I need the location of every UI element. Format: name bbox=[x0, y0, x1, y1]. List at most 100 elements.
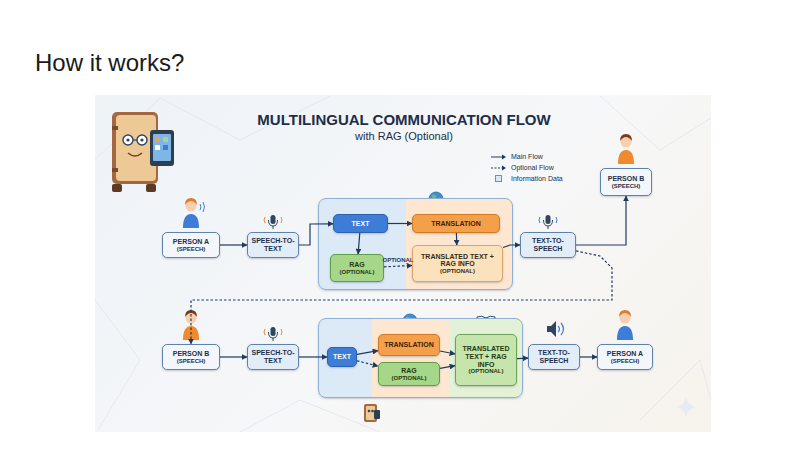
process-box: SPEECH-TO-TEXT bbox=[247, 344, 299, 370]
node-subtext: (OPTIONAL) bbox=[340, 269, 375, 275]
person-icon bbox=[200, 202, 205, 212]
diagram-title: MULTILINGUAL COMMUNICATION FLOW bbox=[200, 111, 608, 128]
legend-text: Information Data bbox=[511, 175, 563, 182]
node-subtext: (SPEECH) bbox=[177, 358, 206, 364]
person-icon bbox=[183, 198, 205, 228]
node-subtext: (OPTIONAL) bbox=[440, 268, 475, 274]
main-flow-arrow bbox=[299, 356, 327, 357]
speaker-icon bbox=[547, 321, 564, 337]
person-icon bbox=[618, 134, 634, 164]
background-lines bbox=[600, 96, 711, 150]
process-box: TEXT-TO-SPEECH bbox=[528, 344, 580, 370]
book-mascot bbox=[128, 153, 142, 156]
legend-arrowhead bbox=[502, 165, 506, 170]
optional-flow-arrow bbox=[357, 361, 378, 366]
node-text: PERSON B bbox=[173, 350, 210, 358]
mini-mascot bbox=[371, 410, 374, 413]
book-mascot bbox=[112, 184, 122, 192]
mini-mascot bbox=[366, 406, 375, 420]
node-subtext: (SPEECH) bbox=[612, 183, 641, 189]
speaker-icon bbox=[547, 321, 556, 337]
legend-row: Optional Flow bbox=[490, 163, 554, 172]
translation-box: TRANSLATION bbox=[378, 334, 440, 356]
process-box: TEXT-TO-SPEECH bbox=[520, 232, 576, 258]
speaker-icon bbox=[558, 323, 564, 335]
book-mascot bbox=[126, 138, 129, 141]
person-icon bbox=[617, 326, 633, 340]
node-text: PERSON A bbox=[173, 238, 209, 246]
diagram-subtitle: with RAG (Optional) bbox=[200, 130, 608, 142]
background-lines bbox=[240, 400, 380, 432]
book-mascot bbox=[163, 137, 168, 142]
microphone-icon bbox=[264, 329, 282, 335]
book-mascot bbox=[133, 139, 137, 140]
book-mascot bbox=[146, 184, 156, 192]
person-icon bbox=[620, 134, 632, 141]
rag-box: RAG(OPTIONAL) bbox=[330, 254, 384, 282]
node-text: SPEECH-TO-TEXT bbox=[250, 237, 296, 252]
node-subtext: (OPTIONAL) bbox=[392, 375, 427, 381]
slide-heading: How it works? bbox=[35, 49, 184, 77]
book-mascot bbox=[112, 168, 118, 172]
microphone-icon bbox=[539, 217, 557, 223]
book-mascot bbox=[155, 137, 160, 142]
book-mascot bbox=[150, 130, 174, 166]
legend-row: Information Data bbox=[490, 174, 563, 183]
output-box: TRANSLATED TEXT + RAG INFO(OPTIONAL) bbox=[455, 334, 517, 386]
legend-swatch bbox=[495, 175, 502, 182]
microphone-icon bbox=[548, 226, 549, 229]
node-text: TRANSLATION bbox=[384, 341, 434, 349]
microphone-icon bbox=[539, 215, 557, 229]
microphone-icon bbox=[273, 338, 274, 341]
node-text: RAG bbox=[349, 261, 365, 269]
main-flow-arrow bbox=[517, 358, 528, 360]
microphone-icon bbox=[544, 220, 553, 226]
background-lines bbox=[95, 96, 711, 432]
main-flow-arrow bbox=[220, 356, 247, 357]
microphone-icon bbox=[264, 327, 282, 341]
microphone-icon bbox=[264, 217, 282, 223]
person-box: PERSON B(SPEECH) bbox=[162, 344, 220, 370]
node-text: PERSON B bbox=[608, 175, 645, 183]
node-text: TEXT bbox=[333, 353, 351, 361]
microphone-icon bbox=[269, 332, 278, 338]
book-mascot bbox=[112, 126, 118, 130]
book-mascot bbox=[137, 135, 147, 145]
main-flow-arrow bbox=[440, 351, 455, 354]
person-icon bbox=[618, 150, 634, 164]
main-flow-arrow bbox=[357, 351, 378, 355]
legend-line-sample bbox=[490, 153, 507, 161]
optional-flow-arrow bbox=[191, 251, 612, 344]
microphone-icon bbox=[264, 215, 282, 229]
node-text: TRANSLATED TEXT + RAG INFO bbox=[415, 253, 500, 268]
node-subtext: (OPTIONAL) bbox=[469, 368, 504, 374]
book-mascot bbox=[163, 145, 168, 150]
book-mascot bbox=[155, 145, 160, 150]
rag-box: RAG(OPTIONAL) bbox=[378, 362, 440, 386]
text-box: TEXT bbox=[327, 347, 357, 367]
background-lines bbox=[95, 300, 140, 430]
person-box: PERSON A(SPEECH) bbox=[162, 232, 220, 258]
legend-line-sample bbox=[491, 156, 503, 157]
book-mascot bbox=[123, 135, 133, 145]
legend-line-sample bbox=[491, 167, 503, 168]
legend-line-sample bbox=[490, 164, 507, 172]
mini-mascot bbox=[368, 410, 371, 413]
main-flow-arrow bbox=[503, 245, 520, 248]
main-flow-arrow bbox=[299, 224, 333, 245]
book-mascot bbox=[112, 112, 174, 192]
microphone-icon bbox=[271, 215, 276, 224]
main-flow-arrow bbox=[388, 223, 412, 224]
book-mascot bbox=[153, 134, 171, 161]
person-icon bbox=[185, 198, 197, 205]
output-box: TRANSLATED TEXT + RAG INFO(OPTIONAL) bbox=[412, 245, 503, 282]
mini-mascot bbox=[364, 404, 380, 422]
microphone-icon bbox=[271, 327, 276, 336]
microphone-icon bbox=[269, 220, 278, 226]
person-icon bbox=[183, 214, 199, 228]
book-mascot bbox=[140, 138, 143, 141]
node-text: TEXT-TO-SPEECH bbox=[531, 349, 577, 364]
person-box: PERSON B(SPEECH) bbox=[600, 168, 652, 196]
microphone-icon bbox=[546, 215, 551, 224]
